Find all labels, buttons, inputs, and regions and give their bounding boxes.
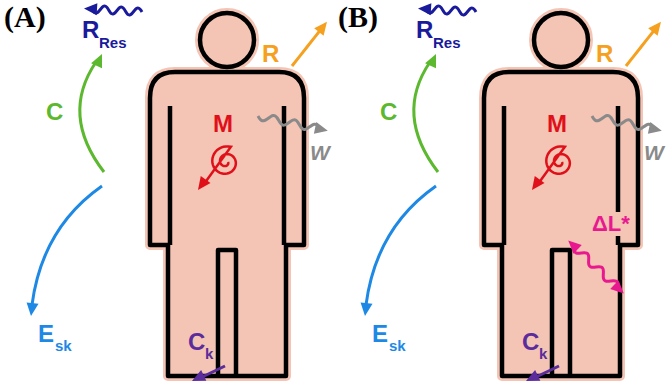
- body-outline: [150, 72, 304, 376]
- flux-symbol: R: [82, 18, 99, 42]
- radiation-arrow: [292, 28, 322, 66]
- flux-subscript: k: [205, 346, 213, 361]
- body-outline: [484, 72, 638, 376]
- flux-symbol: W: [644, 142, 664, 163]
- flux-symbol: E: [38, 322, 54, 346]
- respiration-arrow: [426, 6, 476, 15]
- arrow-head: [648, 122, 662, 134]
- flux-symbol: M: [213, 112, 233, 136]
- flux-symbol: C: [46, 100, 63, 124]
- arrow-head: [198, 176, 210, 190]
- body-halo: [150, 72, 304, 376]
- head-halo: [200, 13, 254, 67]
- evaporation-arrow: [366, 186, 436, 305]
- arrow-head: [648, 22, 661, 36]
- flux-subscript: Res: [99, 35, 127, 50]
- arrow-head: [91, 54, 102, 68]
- flux-subscript: Res: [433, 35, 461, 50]
- arrow-head: [610, 280, 624, 293]
- head-outline: [534, 13, 588, 67]
- flux-symbol: R: [262, 42, 279, 66]
- body-halo: [484, 72, 638, 376]
- panel-letter: (B): [338, 2, 378, 32]
- arrow-head: [361, 302, 373, 316]
- arrow-head: [425, 54, 436, 68]
- flux-subscript: sk: [389, 338, 406, 353]
- flux-symbol: C: [380, 100, 397, 124]
- limb-lines: [170, 106, 284, 376]
- metabolism-spiral: [204, 146, 236, 184]
- flux-symbol: R: [596, 42, 613, 66]
- body-panel: [361, 3, 662, 381]
- head-outline: [200, 13, 254, 67]
- body-panel: [27, 3, 328, 381]
- limb-lines: [504, 106, 618, 376]
- work-arrow: [592, 116, 654, 130]
- flux-symbol: W: [310, 142, 330, 163]
- head-halo: [534, 13, 588, 67]
- arrow-head: [27, 302, 39, 316]
- arrow-head: [192, 370, 206, 381]
- flux-subscript: sk: [55, 338, 72, 353]
- work-arrow: [258, 116, 320, 130]
- flux-symbol: M: [547, 112, 567, 136]
- flux-subscript: k: [539, 346, 547, 361]
- convection-arrow: [414, 62, 438, 172]
- evaporation-arrow: [32, 186, 102, 305]
- flux-symbol: C: [188, 330, 205, 354]
- panel-letter: (A): [4, 2, 46, 32]
- radiation-arrow: [626, 28, 656, 66]
- arrow-head: [568, 240, 582, 253]
- arrow-head: [314, 22, 327, 36]
- arrow-head: [532, 176, 544, 190]
- storage-arrow: [574, 246, 618, 288]
- arrow-head: [418, 3, 431, 15]
- flux-symbol: R: [416, 18, 433, 42]
- metabolism-spiral: [538, 146, 570, 184]
- respiration-arrow: [92, 6, 142, 15]
- flux-symbol: ΔL*: [590, 212, 632, 236]
- flux-symbol: C: [522, 330, 539, 354]
- flux-symbol: E: [372, 322, 388, 346]
- arrow-head: [314, 122, 328, 134]
- arrow-head: [526, 370, 540, 381]
- convection-arrow: [80, 62, 104, 172]
- arrow-head: [84, 3, 97, 15]
